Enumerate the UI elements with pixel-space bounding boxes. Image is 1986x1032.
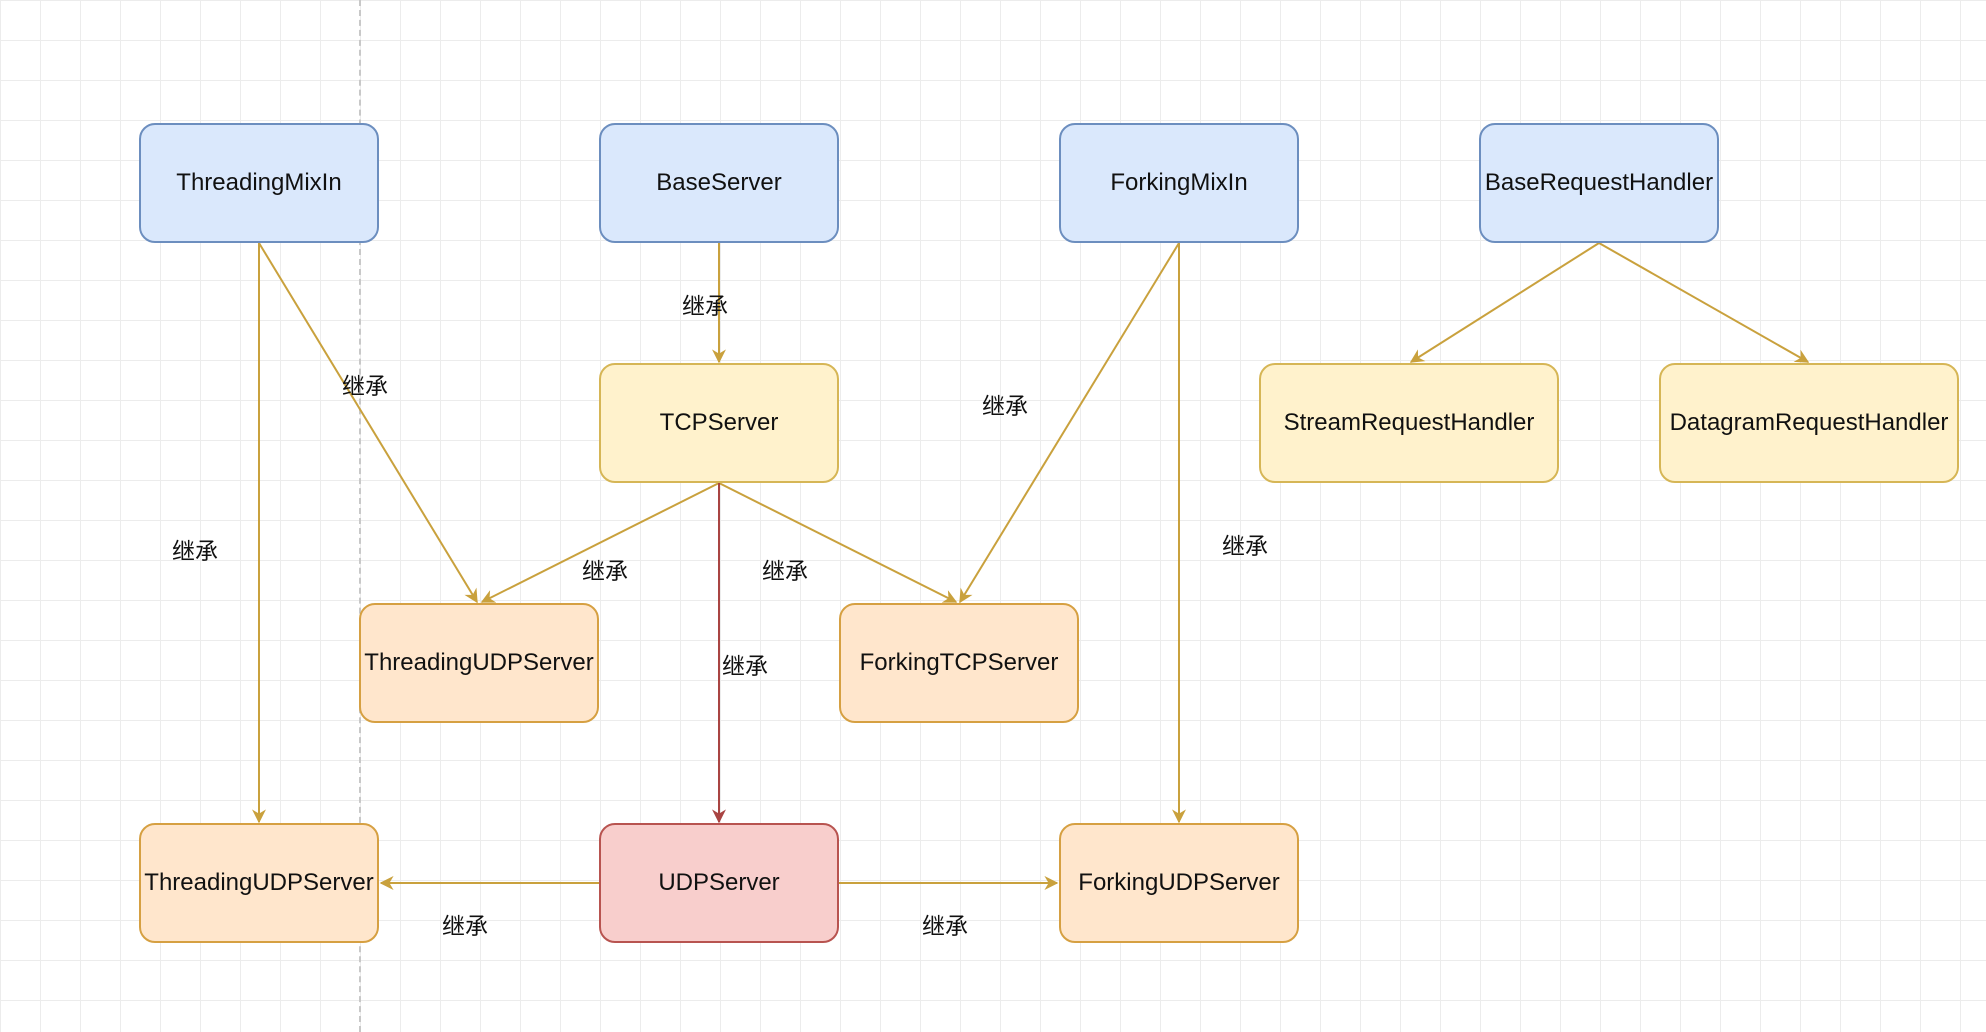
edge-label-forking-mixin-to-forking-tcp: 继承 <box>982 394 1028 420</box>
edge-base-request-to-datagram <box>1598 242 1810 363</box>
node-forking-mixin[interactable]: ForkingMixIn <box>1059 123 1299 243</box>
edge-label-udp-to-forking-udp: 继承 <box>922 914 968 940</box>
node-threading-udp-server-bottom[interactable]: ThreadingUDPServer <box>139 823 379 943</box>
guide-line <box>359 0 361 1032</box>
edge-tcp-to-threading-udp-mid <box>480 482 720 603</box>
edge-label-threading-mixin-to-threading-udp-mid: 继承 <box>342 374 388 400</box>
edge-threading-mixin-to-threading-udp-mid <box>258 242 478 604</box>
node-forking-tcp-server[interactable]: ForkingTCPServer <box>839 603 1079 723</box>
edge-label-base-to-tcp: 继承 <box>682 294 728 320</box>
node-udp-server[interactable]: UDPServer <box>599 823 839 943</box>
edge-base-request-to-stream <box>1409 242 1600 363</box>
node-tcp-server[interactable]: TCPServer <box>599 363 839 483</box>
edge-label-udp-to-threading-udp-bottom: 继承 <box>442 914 488 940</box>
node-datagram-request-handler[interactable]: DatagramRequestHandler <box>1659 363 1959 483</box>
edge-label-tcp-to-udp: 继承 <box>722 654 768 680</box>
edge-label-tcp-to-forking-tcp: 继承 <box>762 559 808 585</box>
edge-label-forking-mixin-to-forking-udp: 继承 <box>1222 534 1268 560</box>
edge-label-threading-mixin-to-threading-udp-bottom: 继承 <box>172 539 218 565</box>
node-forking-udp-server[interactable]: ForkingUDPServer <box>1059 823 1299 943</box>
node-threading-udp-server-mid[interactable]: ThreadingUDPServer <box>359 603 599 723</box>
edge-tcp-to-forking-tcp <box>718 482 958 603</box>
edge-label-tcp-to-threading-udp-mid: 继承 <box>582 559 628 585</box>
node-threading-mixin[interactable]: ThreadingMixIn <box>139 123 379 243</box>
node-stream-request-handler[interactable]: StreamRequestHandler <box>1259 363 1559 483</box>
node-base-server[interactable]: BaseServer <box>599 123 839 243</box>
edge-forking-mixin-to-forking-tcp <box>959 242 1180 604</box>
node-base-request-handler[interactable]: BaseRequestHandler <box>1479 123 1719 243</box>
